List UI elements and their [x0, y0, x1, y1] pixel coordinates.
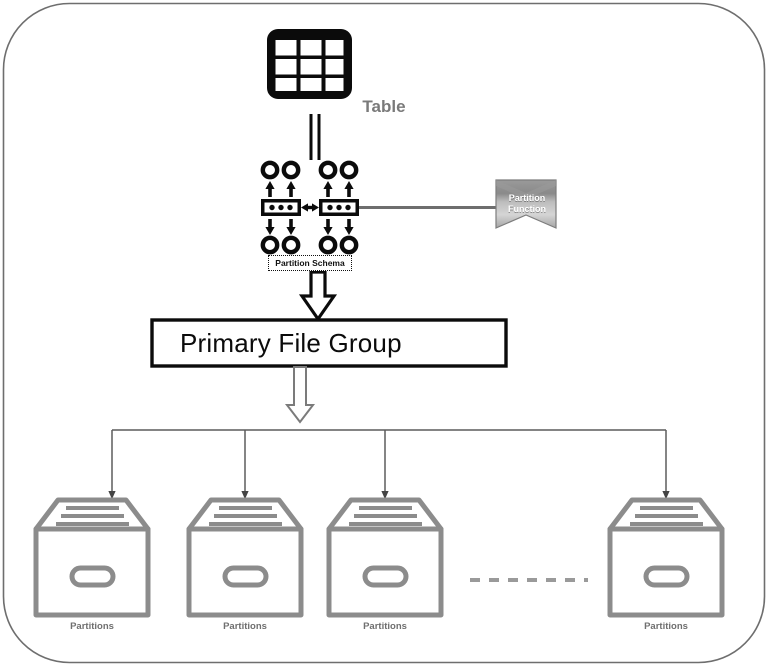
archive-box-icon: [326, 497, 444, 618]
partition-function-label-line1: Partition: [508, 193, 546, 203]
partition-function-label-line2: Function: [508, 204, 546, 214]
primary-file-group-box[interactable]: [150, 318, 508, 368]
partition-caption: Partitions: [223, 621, 267, 632]
table-grid-icon: [267, 29, 352, 99]
partition-caption: Partitions: [644, 621, 688, 632]
table-to-schema-connector: [309, 114, 321, 160]
partition-function-label: Partition Function: [498, 193, 556, 215]
ribbon-banner-icon: [495, 179, 557, 229]
table-label: Table: [362, 97, 406, 116]
partition-caption: Partitions: [363, 621, 407, 632]
block-arrow-to-filegroup: [298, 270, 338, 322]
archive-box-icon: [607, 497, 725, 618]
partition-caption: Partitions: [70, 621, 114, 632]
partition-schema-icon: [260, 160, 359, 255]
primary-file-group-label: Primary File Group: [180, 328, 402, 358]
archive-box-icon: [186, 497, 304, 618]
double-arrow-icon: [301, 203, 319, 212]
block-arrow-to-partitions: [284, 366, 316, 424]
archive-box-icon: [33, 497, 151, 618]
partition-schema-label: Partition Schema: [268, 255, 352, 271]
partition-fanout-connectors: [108, 429, 670, 500]
